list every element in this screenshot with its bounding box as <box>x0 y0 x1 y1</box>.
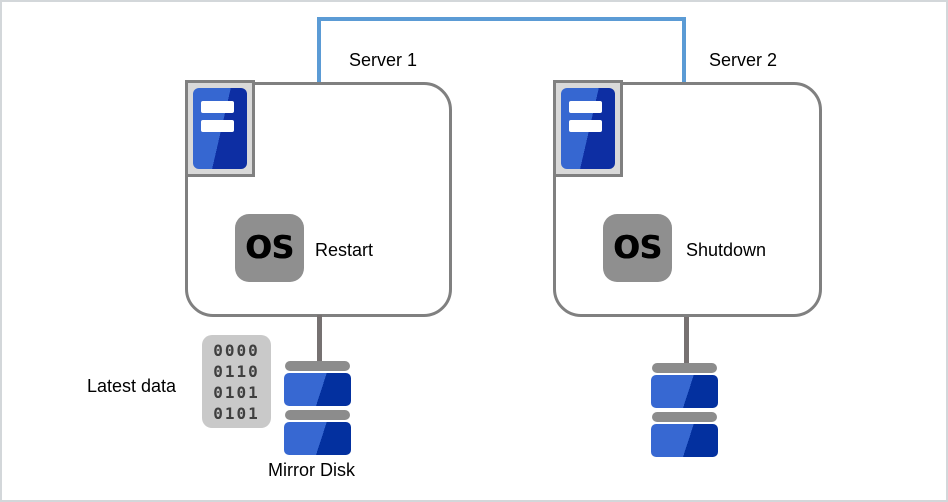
server2-mirror-disk-icon <box>651 363 718 457</box>
latest-data-label: Latest data <box>87 376 177 396</box>
server1-os-icon: OS <box>235 214 304 282</box>
server2-action-label: Shutdown <box>686 240 767 260</box>
server1-action-label: Restart <box>315 240 374 260</box>
binary-row: 0110 <box>213 361 260 381</box>
mirror-disk-label: Mirror Disk <box>268 460 355 480</box>
disk-cap-icon <box>652 363 717 373</box>
binary-data-icon: 0000 0110 0101 0101 <box>202 335 271 428</box>
server-tower-body-icon <box>561 88 615 169</box>
server2-disk-connector <box>684 317 689 365</box>
server1-label: Server 1 <box>349 50 418 70</box>
binary-row: 0101 <box>213 382 260 402</box>
server-tower-body-icon <box>193 88 247 169</box>
tower-slot-icon <box>569 120 602 132</box>
disk-cap-icon <box>285 410 350 420</box>
server2-tower-icon <box>553 80 623 177</box>
tower-slot-icon <box>201 120 234 132</box>
disk-cap-icon <box>652 412 717 422</box>
server-interconnect-line <box>317 17 686 82</box>
server1-mirror-disk-icon <box>284 361 351 455</box>
disk-platter-icon <box>651 424 718 457</box>
disk-platter-icon <box>651 375 718 408</box>
tower-slot-icon <box>569 101 602 113</box>
tower-slot-icon <box>201 101 234 113</box>
server2-os-icon: OS <box>603 214 672 282</box>
disk-platter-icon <box>284 373 351 406</box>
server1-tower-icon <box>185 80 255 177</box>
binary-row: 0101 <box>213 403 260 423</box>
binary-row: 0000 <box>213 340 260 360</box>
server2-label: Server 2 <box>709 50 778 70</box>
disk-cap-icon <box>285 361 350 371</box>
disk-platter-icon <box>284 422 351 455</box>
server1-disk-connector <box>317 315 322 362</box>
